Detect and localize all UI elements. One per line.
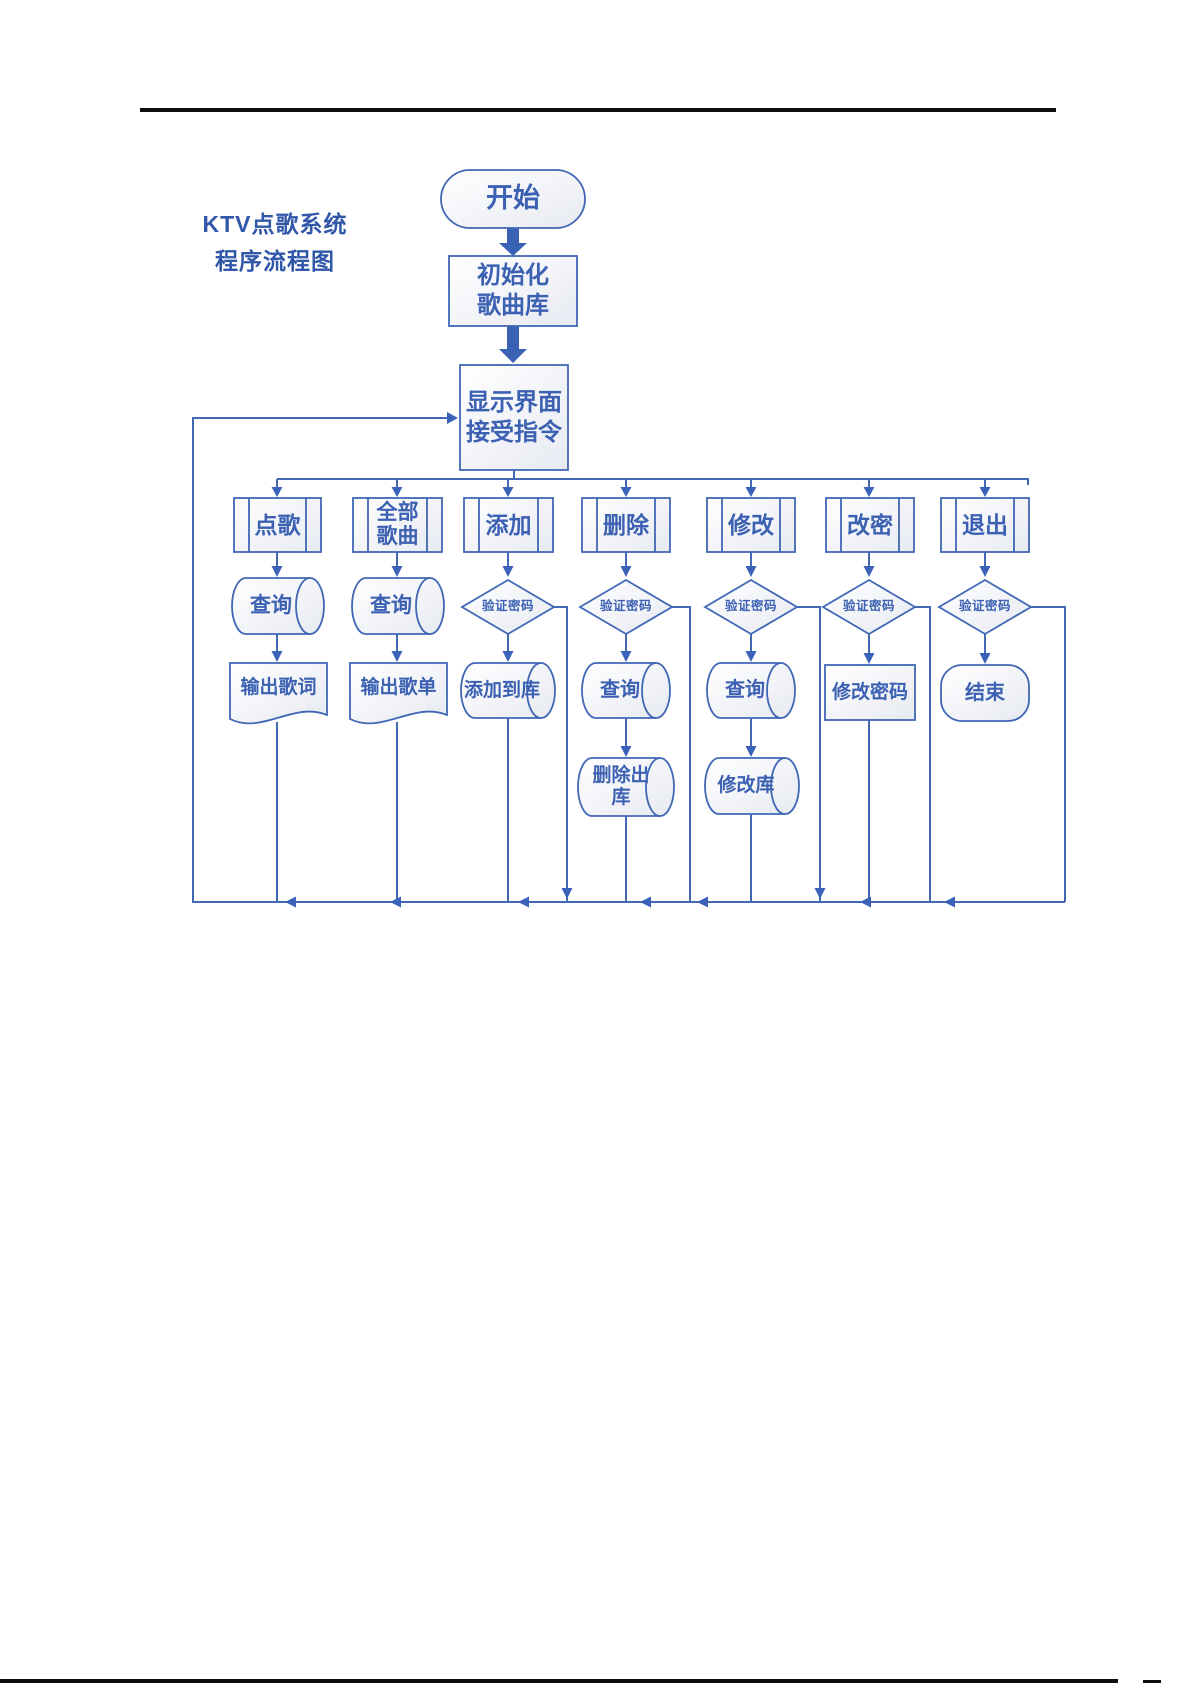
node-shapes xyxy=(229,169,1033,817)
node-shape-quanbu-query xyxy=(351,577,445,635)
node-shape-shanchu-store xyxy=(577,757,675,817)
node-shape-menu-gaimi xyxy=(825,497,915,553)
diagram-title: KTV点歌系统 程序流程图 xyxy=(196,206,354,280)
page-footer-rule xyxy=(0,1679,1118,1683)
node-shape-shanchu-query xyxy=(581,662,671,719)
connector-lines xyxy=(192,417,1066,903)
node-shape-tianjia-verify xyxy=(460,578,556,636)
node-shape-menu-tuichu xyxy=(940,497,1030,553)
diagram-title-line1: KTV点歌系统 xyxy=(202,211,348,237)
node-shape-diange-query xyxy=(231,577,325,635)
node-shape-gaimi-verify xyxy=(821,578,917,636)
node-shape-menu-quanbu xyxy=(352,497,443,553)
thick-arrow-start-init xyxy=(507,228,519,244)
node-shape-menu-xiugai xyxy=(706,497,796,553)
node-shape-ui xyxy=(459,364,569,471)
node-shape-start xyxy=(440,169,586,229)
node-shape-xiugai-verify xyxy=(703,578,799,636)
node-shape-menu-shanchu xyxy=(581,497,671,553)
page-footer-rule-dash xyxy=(1143,1680,1161,1683)
thick-arrows xyxy=(499,228,527,363)
node-shape-xiugai-query xyxy=(706,662,796,719)
node-shape-tuichu-end xyxy=(940,664,1030,722)
page-header-rule xyxy=(140,108,1056,112)
node-shape-tuichu-verify xyxy=(937,578,1033,636)
node-shape-gaimi-change xyxy=(824,664,916,721)
node-shape-init xyxy=(448,255,578,327)
thick-arrow-init-ui xyxy=(507,326,519,350)
node-shape-quanbu-output xyxy=(349,662,448,725)
diagram-title-line2: 程序流程图 xyxy=(215,248,335,274)
node-shape-xiugai-store xyxy=(704,757,800,815)
node-shape-tianjia-store xyxy=(460,662,556,719)
node-shape-menu-diange xyxy=(233,497,322,553)
node-shape-shanchu-verify xyxy=(578,578,674,636)
node-shape-menu-tianjia xyxy=(463,497,554,553)
node-shape-diange-output xyxy=(229,662,328,725)
connector-arrowheads xyxy=(271,412,991,908)
